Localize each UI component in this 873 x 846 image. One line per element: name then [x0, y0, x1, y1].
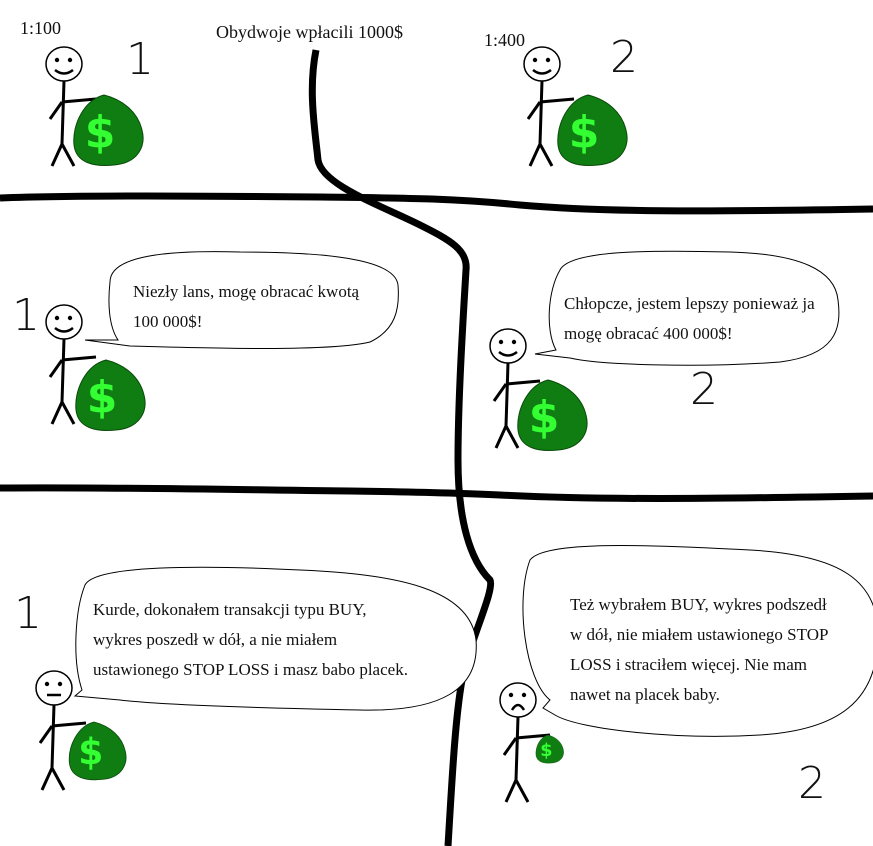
trader-number-top-left: 1	[126, 34, 154, 85]
money-bag-icon	[535, 734, 564, 764]
speech-text-mid-right: Chłopcze, jestem lepszy ponieważ ja mogę…	[564, 294, 815, 343]
speech-text-mid-left: Niezły lans, mogę obracać kwotą 100 000$…	[133, 282, 360, 331]
trader-number-bot-left: 1	[14, 588, 42, 639]
speech-bubble-mid-right	[534, 250, 840, 366]
trader-number-bot-right: 2	[798, 758, 826, 809]
middle-divider-line	[0, 484, 873, 502]
stick-figure-top-left	[44, 45, 98, 168]
money-bag-icon	[75, 359, 146, 431]
speech-text-bot-right: Też wybrałem BUY, wykres podszedł w dół,…	[570, 595, 829, 704]
stick-figure-bot-left	[34, 669, 88, 792]
leverage-label-left: 1:100	[20, 18, 62, 38]
stick-figure-top-right	[522, 45, 576, 168]
speech-bubble-bot-right	[522, 545, 873, 737]
money-bag-icon	[73, 94, 144, 166]
money-bag-icon	[557, 94, 628, 166]
comic-title: Obydwoje wpłacili 1000$	[216, 22, 403, 42]
stick-figure-mid-right	[488, 327, 542, 450]
leverage-label-right: 1:400	[484, 30, 526, 50]
speech-bubble-mid-left	[84, 251, 399, 349]
stick-figure-mid-left	[44, 303, 98, 426]
top-divider-line	[0, 192, 873, 215]
speech-bubble-bot-left	[73, 566, 477, 711]
trader-number-mid-left: 1	[12, 290, 40, 341]
money-bag-icon	[517, 379, 588, 451]
trader-number-mid-right: 2	[690, 364, 718, 415]
trader-number-top-right: 2	[610, 32, 638, 83]
money-bag-icon	[68, 721, 127, 781]
stick-figure-bot-right	[498, 681, 552, 804]
speech-text-bot-left: Kurde, dokonałem transakcji typu BUY, wy…	[93, 600, 408, 679]
